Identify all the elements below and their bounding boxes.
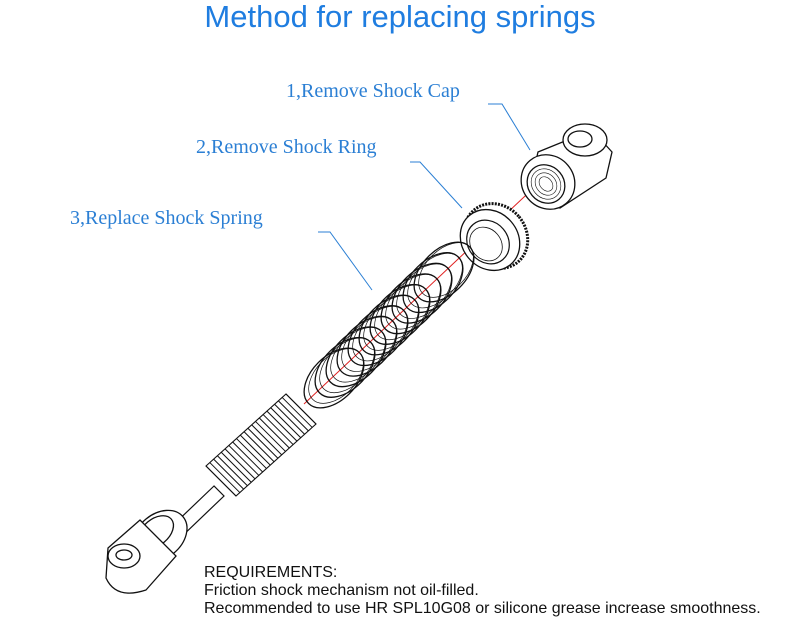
leader-lines	[318, 103, 531, 291]
spring-coil-inner	[418, 242, 474, 298]
thread-ridge	[236, 438, 267, 469]
thread-ridge	[232, 441, 264, 473]
leader-line-ring	[410, 161, 463, 209]
thread-ridge	[224, 448, 256, 480]
shock-cap	[520, 123, 613, 210]
shock-spring	[303, 241, 475, 409]
thread-ridge	[247, 427, 279, 459]
requirements-heading: REQUIREMENTS:	[204, 564, 338, 581]
thread-ridge	[205, 465, 237, 497]
leader-line-cap	[488, 103, 531, 151]
rod-end-ball-joint	[105, 509, 188, 594]
thread-ridge	[209, 462, 241, 493]
requirements-line: Recommended to use HR SPL10G08 or silico…	[204, 600, 761, 617]
leader-line-spring	[318, 231, 373, 291]
shock-body	[205, 393, 317, 497]
thread-ridge	[266, 410, 298, 442]
step-remove-shock-ring-label: 2,Remove Shock Ring	[196, 136, 377, 158]
requirements-block: REQUIREMENTS: Friction shock mechanism n…	[204, 564, 784, 618]
thread-ridge	[278, 400, 309, 432]
thread-ridge	[220, 451, 252, 483]
thread-ridge	[217, 455, 248, 487]
thread-ridge	[239, 434, 271, 466]
requirements-line: Friction shock mechanism not oil-filled.	[204, 582, 479, 599]
thread-ridge	[255, 421, 286, 452]
thread-ridge	[243, 431, 275, 463]
shock-body-threads	[205, 393, 317, 497]
thread-ridge	[228, 445, 260, 476]
step-replace-shock-spring-label: 3,Replace Shock Spring	[70, 207, 263, 229]
step-remove-shock-cap-label: 1,Remove Shock Cap	[286, 80, 460, 102]
thread-ridge	[262, 414, 294, 445]
page-title: Method for replacing springs	[204, 0, 596, 34]
thread-ridge	[251, 424, 283, 456]
thread-ridge	[281, 397, 313, 428]
thread-ridge	[213, 458, 244, 490]
thread-ridge	[270, 407, 302, 439]
thread-ridge	[285, 393, 317, 425]
shock-ring	[459, 202, 530, 272]
thread-ridge	[274, 403, 305, 435]
thread-ridge	[258, 417, 290, 449]
